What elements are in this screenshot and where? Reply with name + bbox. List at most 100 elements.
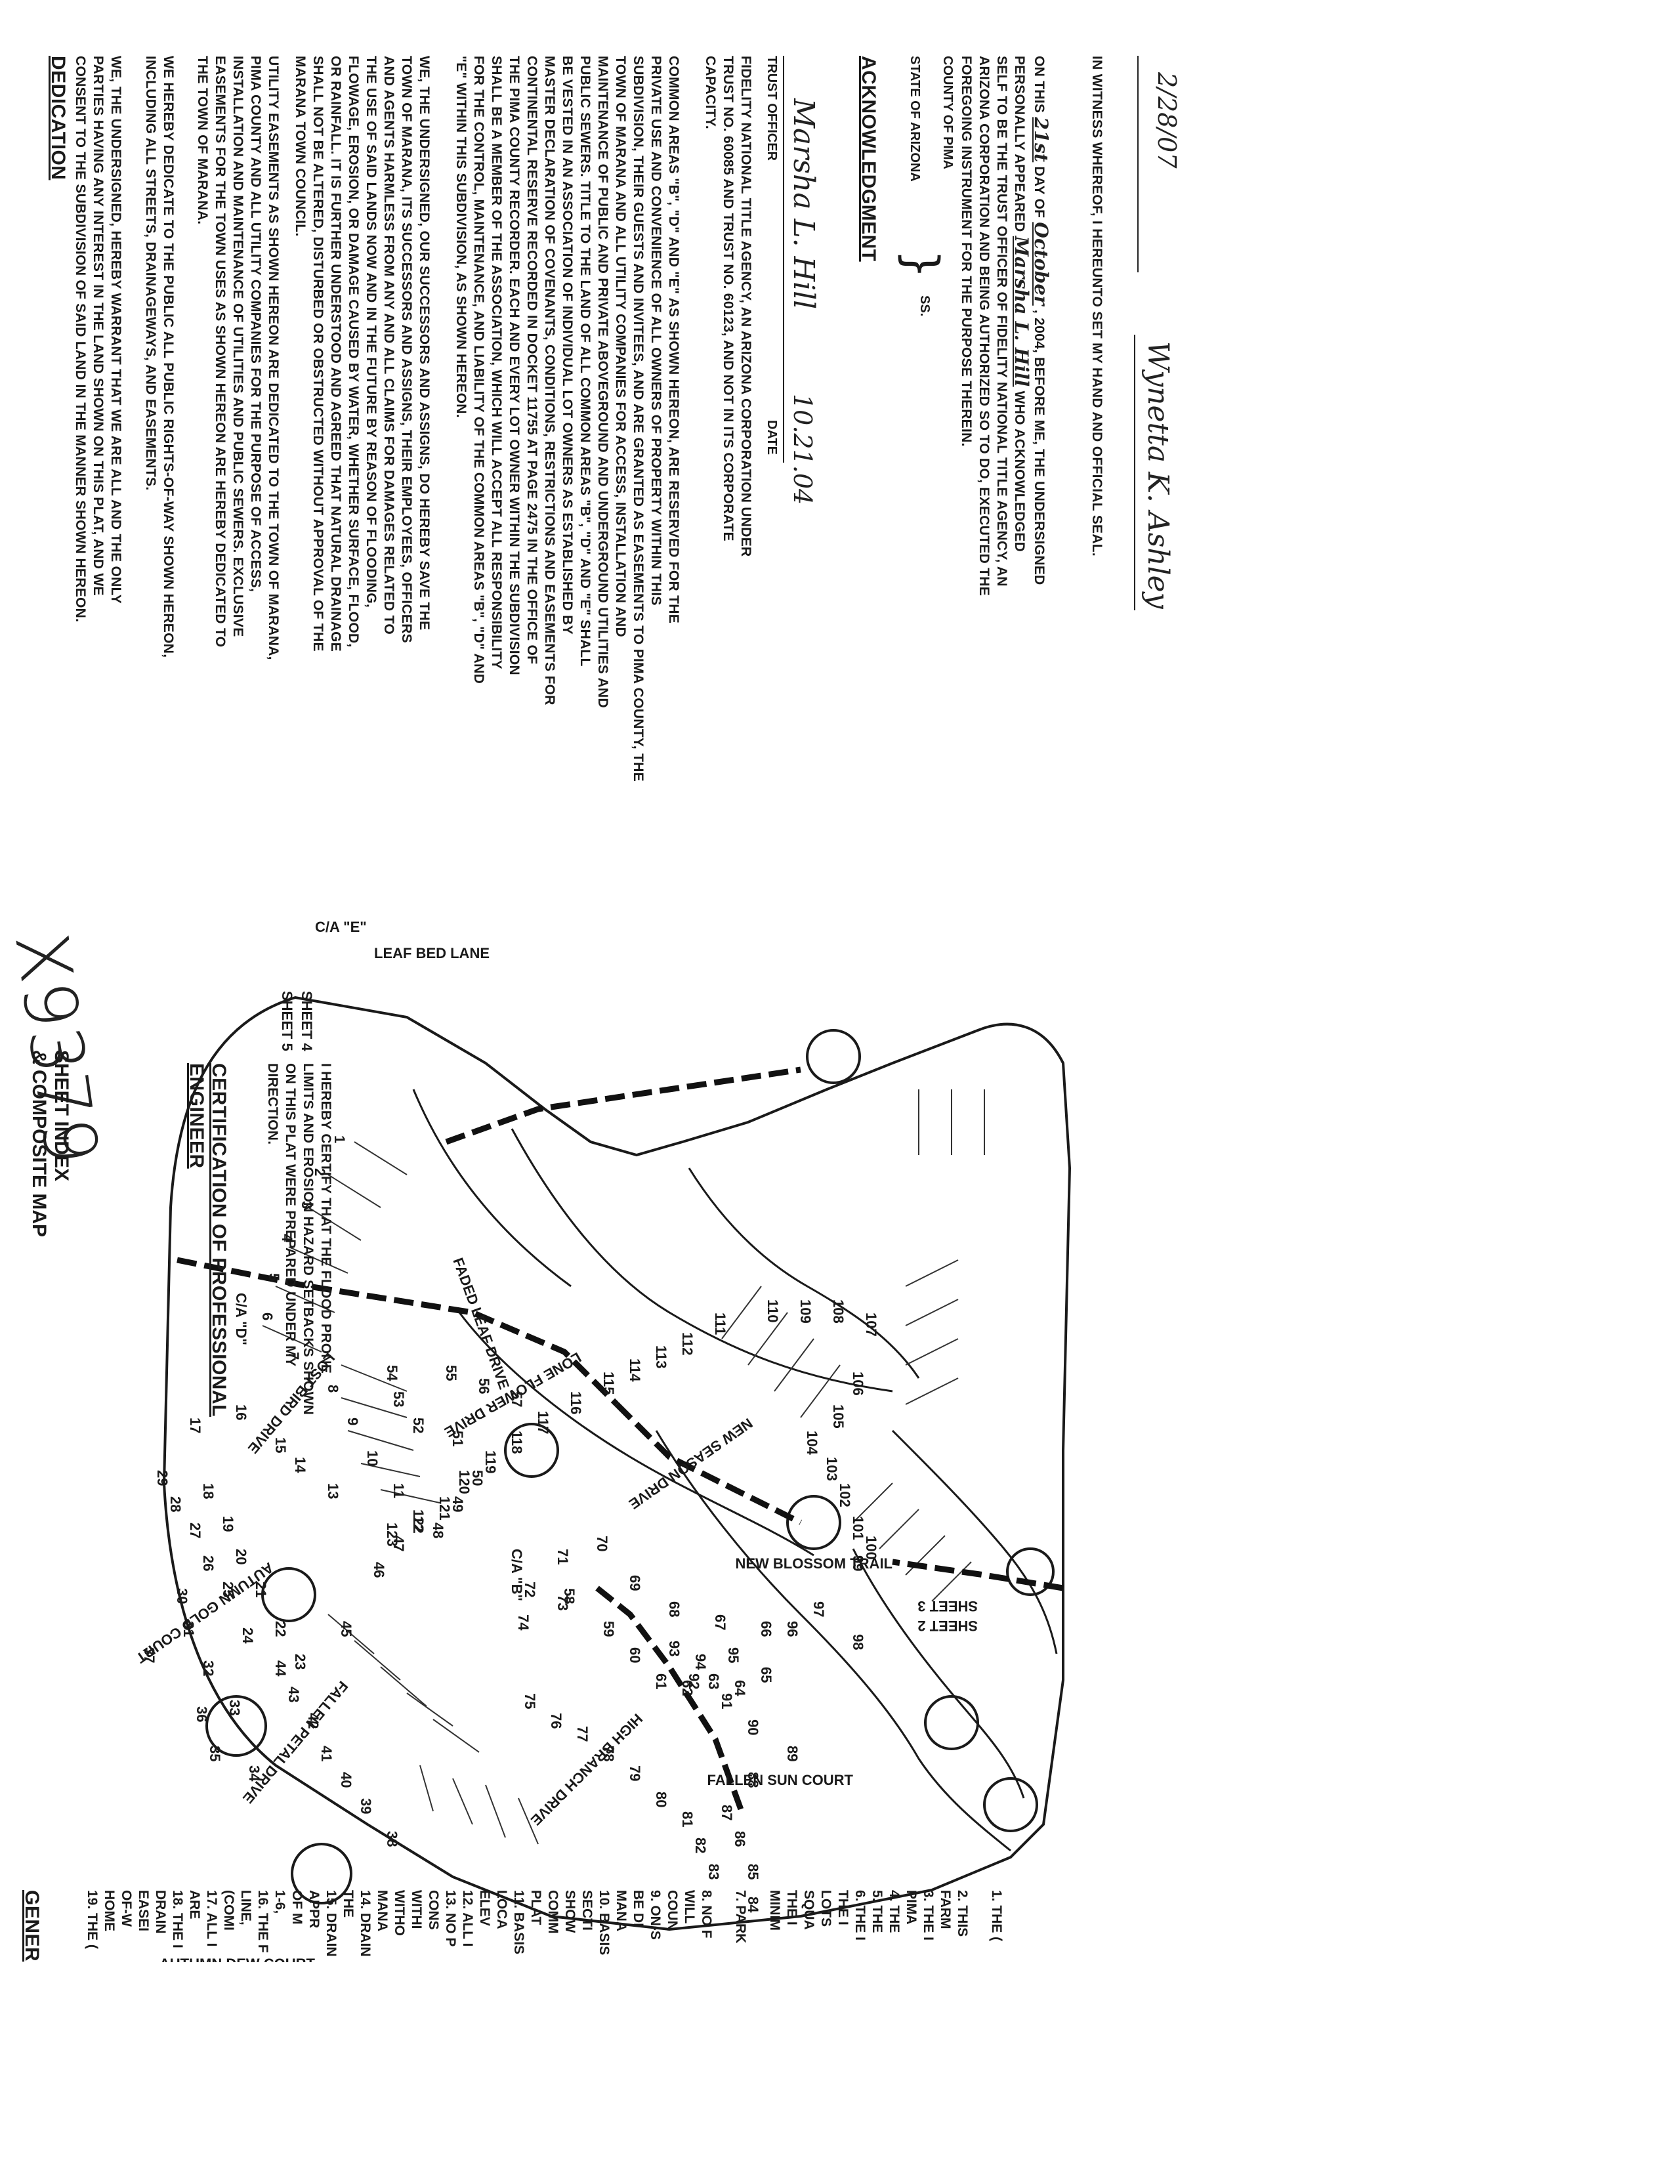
lot-number: 60 <box>627 1647 643 1663</box>
lot-number: 80 <box>653 1792 669 1807</box>
cul-de-sac <box>983 1777 1038 1832</box>
lot-number: 30 <box>174 1588 190 1604</box>
lot-number: 39 <box>358 1798 374 1814</box>
fallen-petal-drive <box>655 1430 1011 1852</box>
lot-number: 25 <box>220 1582 236 1597</box>
lot-number: 111 <box>712 1312 728 1335</box>
leaf-bed-lane <box>412 1089 572 1288</box>
lot-number: 54 <box>384 1365 400 1381</box>
lot-number: 14 <box>292 1457 308 1473</box>
lot-number: 50 <box>469 1470 486 1486</box>
notary-date-line <box>1137 56 1139 272</box>
lot-number: 47 <box>390 1536 407 1551</box>
lot-number: 74 <box>515 1614 532 1631</box>
cul-de-sac <box>1006 1547 1055 1596</box>
sheet-divider-lines <box>177 1066 1064 1813</box>
lot-number: 66 <box>758 1621 774 1637</box>
sheet-label: SHEET 4 <box>299 991 315 1051</box>
lot-number: 107 <box>863 1312 879 1337</box>
lot-number: 121 <box>436 1496 453 1521</box>
dedication-para-5: COMMON AREAS "B", "D" AND "E" AS SHOWN H… <box>453 56 681 782</box>
lot-number: 89 <box>784 1746 801 1761</box>
lot-number: 109 <box>797 1299 814 1324</box>
lot-number: 56 <box>476 1378 492 1394</box>
lot-number: 18 <box>200 1483 217 1499</box>
lot-number: 62 <box>679 1680 696 1696</box>
street-label: LEAF BED LANE <box>374 945 490 961</box>
common-area-label: C/A "B" <box>509 1549 525 1601</box>
lot-number: 5 <box>266 1273 282 1281</box>
trust-officer-label: TRUST OFFICER <box>765 56 779 161</box>
lot-number: 22 <box>272 1621 289 1637</box>
lot-number: 84 <box>745 1897 761 1913</box>
lot-number: 90 <box>745 1719 761 1735</box>
sheet-label: SHEET 3 <box>917 1598 978 1614</box>
lot-number: 20 <box>233 1549 249 1564</box>
cul-de-sac <box>924 1695 979 1750</box>
lot-number: 51 <box>450 1431 466 1446</box>
lot-number: 68 <box>666 1601 682 1617</box>
lot-number: 105 <box>830 1404 847 1429</box>
brace-icon: } <box>894 249 948 279</box>
lot-number: 119 <box>482 1450 499 1474</box>
lot-number: 15 <box>272 1437 289 1453</box>
sheet-index-title: SHEET INDEX & COMPOSITE MAP <box>28 1050 72 1238</box>
lot-number: 21 <box>253 1582 269 1597</box>
acknowledgment-heading: ACKNOWLEDGMENT <box>858 56 879 262</box>
street-label: LONE FLOWER DRIVE <box>442 1349 584 1441</box>
faded-leaf-drive <box>511 1128 893 1393</box>
sheet-label: SHEET 5 <box>279 991 295 1051</box>
lot-number: 11 <box>390 1483 407 1498</box>
lot-number: 99 <box>850 1555 866 1571</box>
lot-number: 102 <box>837 1483 853 1507</box>
lot-number: 95 <box>725 1647 742 1663</box>
lot-number: 64 <box>732 1680 748 1696</box>
lot-number: 48 <box>430 1522 446 1538</box>
lot-number: 100 <box>863 1536 879 1560</box>
lot-number: 76 <box>548 1713 564 1729</box>
lot-number: 49 <box>450 1496 466 1512</box>
lot-number: 85 <box>745 1864 761 1880</box>
lot-number: 24 <box>240 1628 256 1644</box>
new-season-drive <box>891 1429 1058 1654</box>
lot-number: 63 <box>705 1673 722 1689</box>
lot-number: 19 <box>220 1516 236 1532</box>
dedication-para-3: UTILITY EASEMENTS AS SHOWN HEREON ARE DE… <box>195 56 281 660</box>
lot-number: 88 <box>745 1772 761 1788</box>
lot-number: 79 <box>627 1765 643 1781</box>
dedication-para-6: FIDELITY NATIONAL TITLE AGENCY, AN ARIZO… <box>703 56 753 557</box>
lot-number: 106 <box>850 1372 866 1396</box>
lot-number: 94 <box>692 1654 709 1670</box>
lot-number: 34 <box>246 1765 262 1782</box>
lot-number: 37 <box>141 1647 158 1663</box>
lot-number: 70 <box>594 1536 610 1551</box>
cul-de-sac <box>205 1695 267 1757</box>
lot-number: 2 <box>312 1168 328 1176</box>
witness-text: IN WITNESS WHEREOF, I HEREUNTO SET MY HA… <box>1089 56 1104 557</box>
lot-number: 55 <box>443 1365 459 1381</box>
lot-number: 81 <box>679 1811 696 1827</box>
lot-number: 116 <box>568 1391 584 1415</box>
lot-number: 91 <box>719 1693 735 1709</box>
dedication-para-1: WE, THE UNDERSIGNED, HEREBY WARRANT THAT… <box>73 56 123 623</box>
lot-number: 58 <box>561 1588 578 1604</box>
lot-number: 118 <box>509 1431 525 1454</box>
lot-number: 26 <box>200 1555 217 1571</box>
lot-number: 7 <box>285 1352 302 1360</box>
lot-number: 4 <box>279 1234 295 1242</box>
lot-number: 115 <box>600 1372 617 1395</box>
date-label: DATE <box>765 420 779 455</box>
acknowledgment-body: ON THIS 21st DAY OF October , 2004, BEFO… <box>959 56 1052 597</box>
lot-number: 17 <box>187 1418 203 1433</box>
street-label: AUTUMN DEW COURT <box>159 1956 316 1962</box>
general-notes-heading: GENER <box>21 1890 43 1962</box>
lot-number: 96 <box>784 1621 801 1637</box>
lot-number: 40 <box>338 1772 354 1788</box>
notary-signature-line <box>1134 335 1135 610</box>
street-label: FALLEN SUN COURT <box>707 1772 854 1788</box>
signature-date: 10.21.04 <box>788 394 817 505</box>
dedication-para-4: WE, THE UNDERSIGNED, OUR SUCCESSORS AND … <box>293 56 432 652</box>
notary-date: 2/28/07 <box>1152 72 1181 169</box>
